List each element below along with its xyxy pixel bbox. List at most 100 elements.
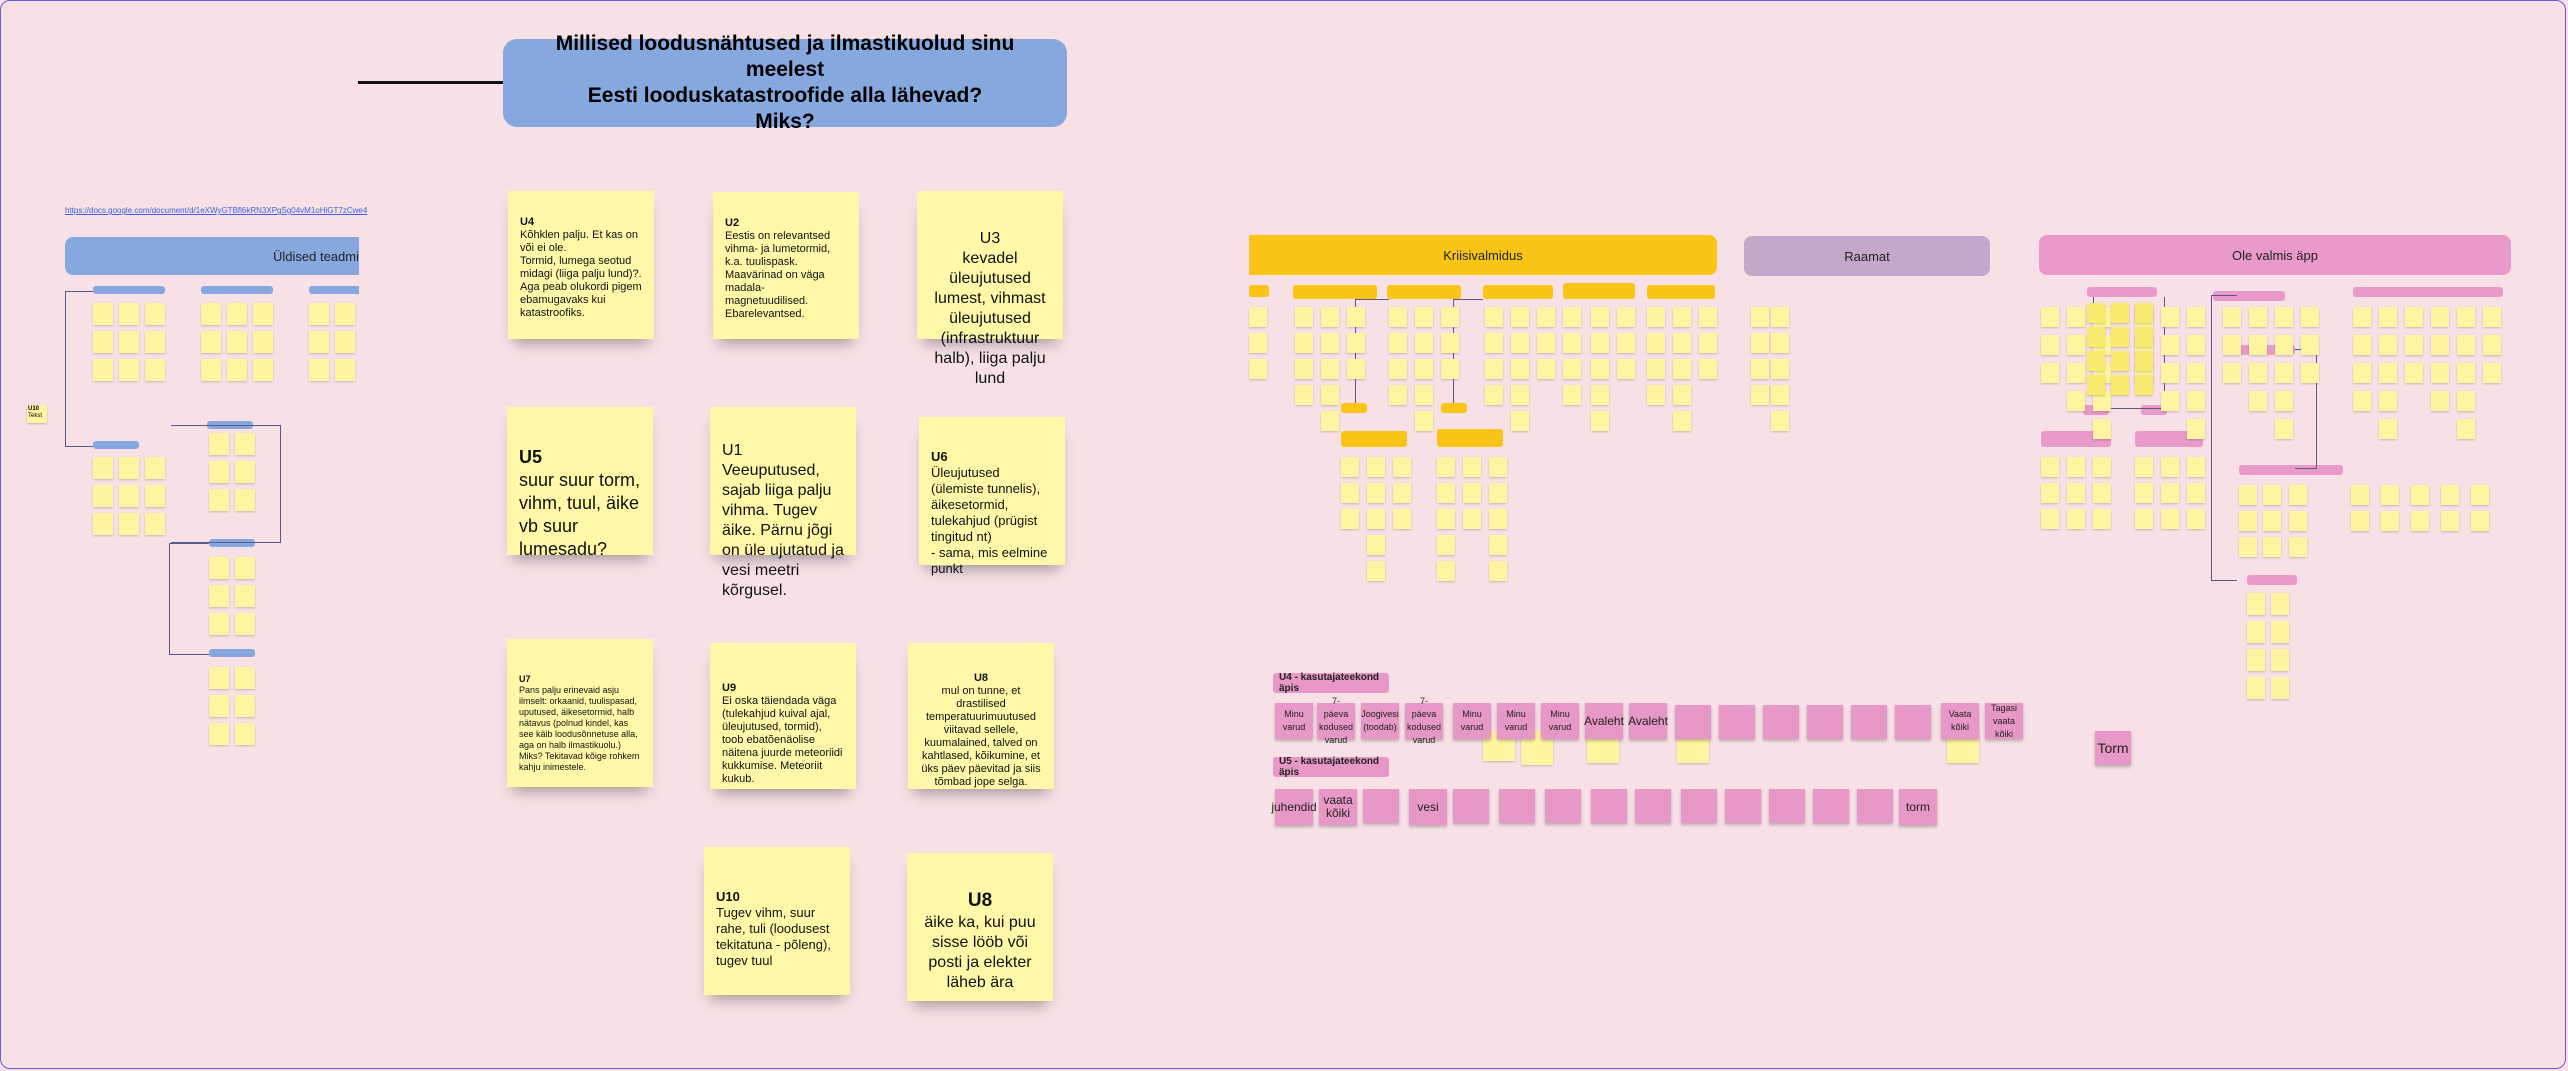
mini-sticky-note[interactable] (1537, 333, 1555, 353)
mini-sticky-note[interactable] (119, 303, 139, 325)
mini-sticky-note[interactable] (1347, 333, 1365, 353)
mini-sticky-note[interactable] (1295, 385, 1313, 405)
app-card[interactable] (2135, 375, 2153, 395)
mini-sticky-note[interactable] (227, 359, 247, 381)
mini-sticky-note[interactable] (2275, 335, 2293, 355)
mini-sticky-note[interactable] (1751, 359, 1769, 379)
mini-sticky-note[interactable] (2379, 363, 2397, 383)
mini-sticky-note[interactable] (1771, 359, 1789, 379)
mini-sticky-note[interactable] (145, 359, 165, 381)
mini-sticky-note[interactable] (2239, 485, 2257, 505)
mini-sticky-note[interactable] (2405, 307, 2423, 327)
mini-sticky-note[interactable] (2161, 457, 2179, 477)
mini-sticky-note[interactable] (1563, 359, 1581, 379)
mini-sticky-note[interactable] (1751, 333, 1769, 353)
mini-sticky-note[interactable] (2093, 483, 2111, 503)
mini-sticky-note[interactable] (1367, 509, 1385, 529)
mini-sticky-note[interactable] (1341, 457, 1359, 477)
mini-sticky-note[interactable] (1591, 411, 1609, 431)
mini-sticky-note[interactable] (335, 359, 355, 381)
mini-sticky-note[interactable] (2271, 677, 2289, 699)
mini-sticky-note[interactable] (1415, 307, 1433, 327)
mini-sticky-note[interactable] (1647, 359, 1665, 379)
mini-sticky-note[interactable] (2161, 483, 2179, 503)
journey-card-u5-blank[interactable] (1635, 789, 1671, 823)
mini-sticky-note[interactable] (2161, 391, 2179, 411)
mini-sticky-note[interactable] (2483, 363, 2501, 383)
mini-sticky-note[interactable] (2041, 307, 2059, 327)
mini-sticky-note[interactable] (2275, 363, 2293, 383)
mini-sticky-note[interactable] (2249, 335, 2267, 355)
mini-sticky-note[interactable] (235, 695, 255, 717)
journey-card-u4[interactable]: Avaleht (1628, 703, 1668, 739)
mini-sticky-note[interactable] (235, 613, 255, 635)
mini-sticky-note[interactable] (2239, 511, 2257, 531)
mini-sticky-note[interactable] (2161, 335, 2179, 355)
mini-sticky-note[interactable] (2247, 677, 2265, 699)
mini-sticky-note[interactable] (2271, 649, 2289, 671)
mini-sticky-note[interactable] (1415, 385, 1433, 405)
mini-sticky-note[interactable] (2161, 509, 2179, 529)
mini-sticky-note[interactable] (93, 485, 113, 507)
mini-sticky-note[interactable] (2351, 485, 2369, 505)
cluster-header[interactable] (2087, 287, 2157, 297)
journey-card-u5-blank[interactable] (1545, 789, 1581, 823)
journey-card-u4[interactable]: Minu varud (1497, 703, 1535, 739)
cluster-header[interactable] (1341, 403, 1367, 413)
mini-sticky-note[interactable] (1463, 509, 1481, 529)
mini-sticky-note[interactable] (335, 303, 355, 325)
mini-sticky-note[interactable] (1699, 359, 1717, 379)
mini-sticky-note[interactable] (2379, 335, 2397, 355)
cluster-header[interactable] (2135, 431, 2203, 447)
mini-sticky-note[interactable] (2067, 483, 2085, 503)
cluster-header[interactable] (201, 286, 273, 294)
mini-sticky-note[interactable] (1347, 359, 1365, 379)
cluster-header[interactable] (2353, 287, 2503, 297)
mini-sticky-note[interactable] (2187, 483, 2205, 503)
mini-sticky-note[interactable] (1771, 385, 1789, 405)
mini-sticky-note[interactable] (2187, 363, 2205, 383)
mini-sticky-note[interactable] (1441, 359, 1459, 379)
mini-sticky-note[interactable] (209, 585, 229, 607)
mini-sticky-note[interactable] (2441, 485, 2459, 505)
mini-sticky-note[interactable] (2275, 391, 2293, 411)
mini-sticky-note[interactable] (1617, 333, 1635, 353)
mini-sticky-note[interactable] (2161, 363, 2179, 383)
mini-sticky-note[interactable] (119, 485, 139, 507)
mini-sticky-note[interactable] (1249, 359, 1267, 379)
mini-sticky-note[interactable] (2471, 511, 2489, 531)
journey-card-u4-blank[interactable] (1851, 705, 1887, 739)
mini-sticky-note[interactable] (1771, 307, 1789, 327)
mini-sticky-note[interactable] (2457, 335, 2475, 355)
mini-sticky-note[interactable] (201, 303, 221, 325)
cluster-header[interactable] (209, 649, 255, 657)
journey-card-u5[interactable]: vaata kõiki (1319, 789, 1357, 825)
cluster-header[interactable] (309, 286, 359, 294)
mini-sticky-note[interactable] (209, 723, 229, 745)
journey-card-u5-blank[interactable] (1681, 789, 1717, 823)
mini-sticky-note[interactable] (2441, 511, 2459, 531)
mini-sticky-note[interactable] (1295, 307, 1313, 327)
mini-sticky-note[interactable] (1647, 385, 1665, 405)
journey-label-u4[interactable]: U4 - kasutajateekond äpis (1273, 672, 1389, 694)
cluster-header[interactable] (2239, 465, 2343, 475)
mini-sticky-note[interactable] (1563, 385, 1581, 405)
mini-sticky-note[interactable] (1673, 333, 1691, 353)
banner-kriisivalmidus[interactable]: Kriisivalmidus (1249, 235, 1717, 275)
mini-sticky-note[interactable] (1489, 483, 1507, 503)
mini-sticky-note[interactable] (2067, 391, 2085, 411)
mini-sticky-note[interactable] (1489, 535, 1507, 555)
mini-sticky-note[interactable] (227, 303, 247, 325)
mini-sticky-note[interactable] (1617, 359, 1635, 379)
mini-sticky-note[interactable] (2457, 391, 2475, 411)
cluster-header[interactable] (93, 441, 139, 449)
mini-sticky-note[interactable] (2353, 335, 2371, 355)
mini-sticky-note[interactable] (2381, 511, 2399, 531)
app-card[interactable] (2135, 303, 2153, 323)
journey-card-u4[interactable]: Minu varud (1541, 703, 1579, 739)
cluster-header[interactable] (1441, 403, 1467, 413)
mini-sticky-note[interactable] (1341, 509, 1359, 529)
